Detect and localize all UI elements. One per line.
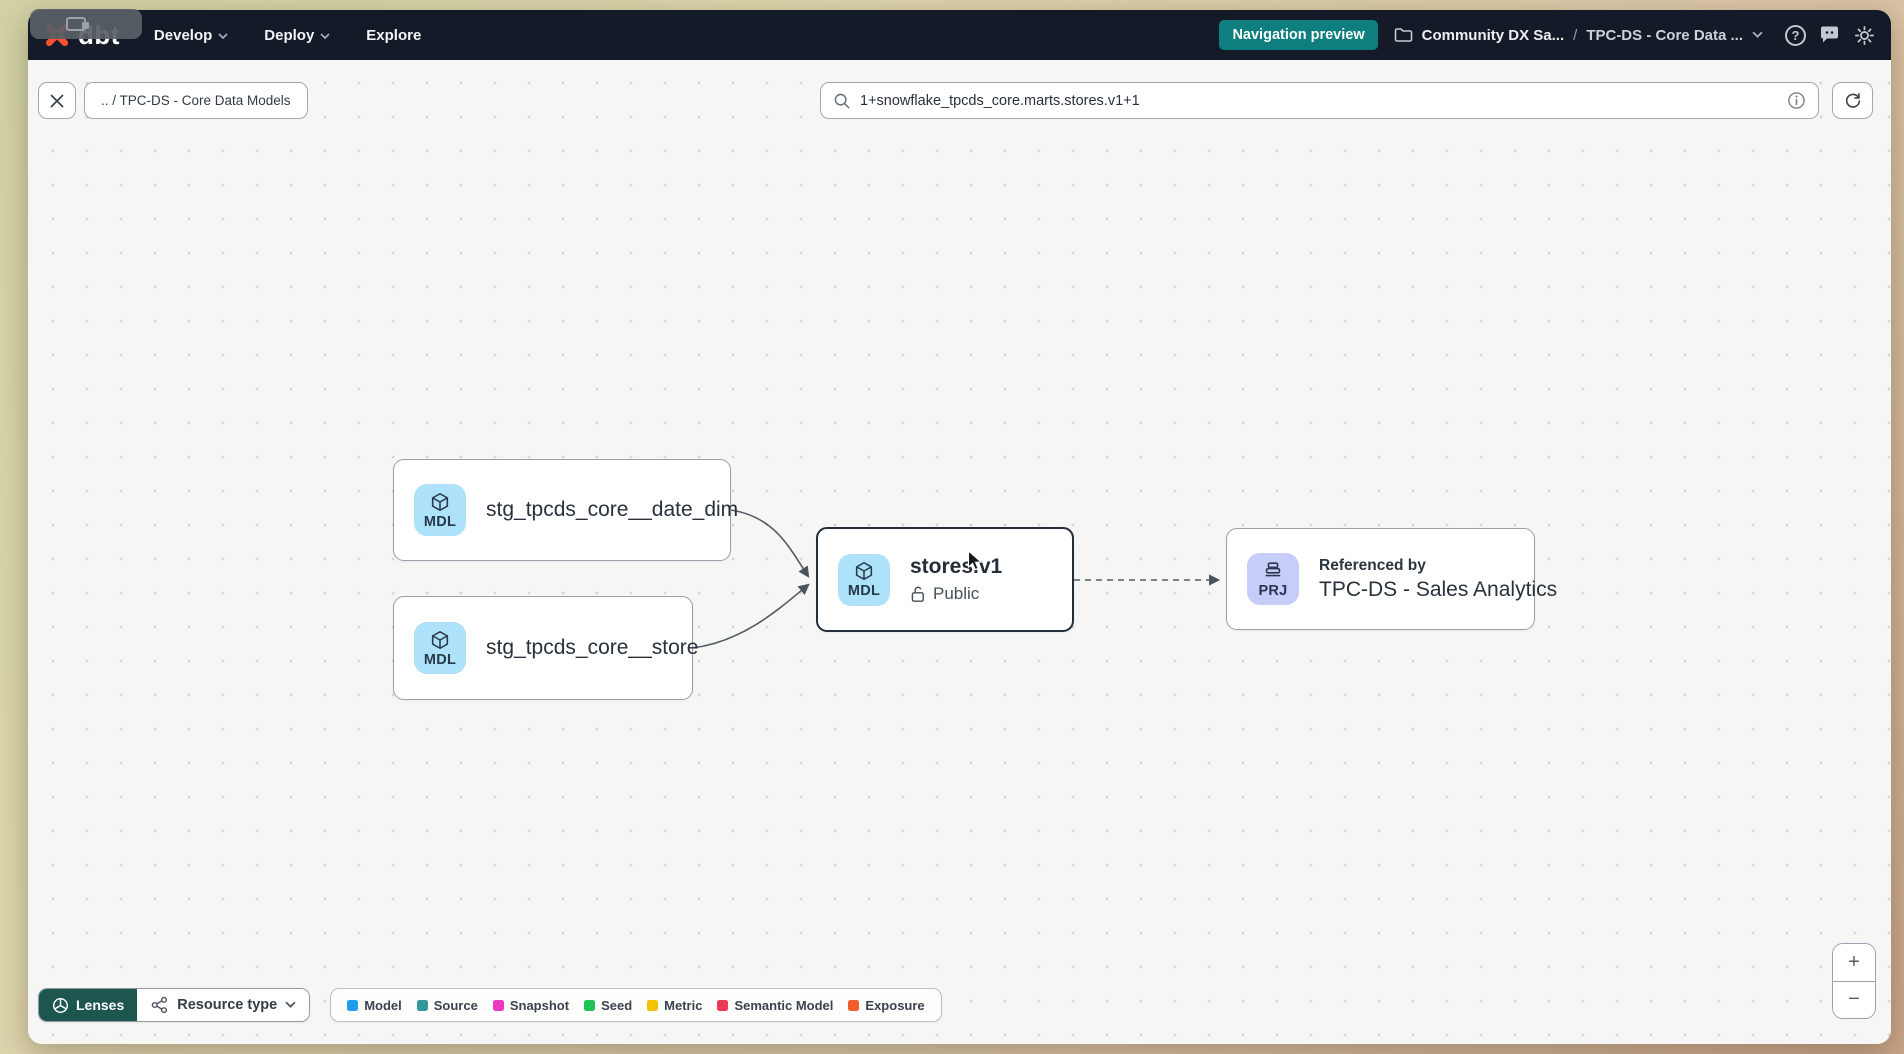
project-stack-icon [1265, 561, 1281, 576]
legend-item-semantic-model: Semantic Model [717, 998, 833, 1013]
legend-item-model: Model [347, 998, 402, 1013]
mini-window-icon [66, 17, 89, 31]
resource-legend: Model Source Snapshot Seed Metric Semant… [330, 988, 942, 1022]
refresh-icon [1845, 92, 1860, 108]
badge-code: PRJ [1258, 582, 1288, 599]
legend-label: Seed [601, 997, 633, 1013]
lens-aperture-icon [52, 997, 69, 1013]
node-title: TPC-DS - Sales Analytics [1319, 577, 1558, 601]
cube-icon [855, 561, 873, 581]
unlock-icon [911, 586, 924, 602]
legend-label: Model [364, 997, 402, 1013]
chevron-down-icon [218, 32, 228, 39]
main-nav: Develop Deploy Explore [154, 27, 421, 44]
legend-label: Snapshot [509, 997, 570, 1013]
node-label: stg_tpcds_core__store [486, 636, 699, 659]
legend-item-seed: Seed [584, 998, 632, 1013]
graph-node-tpcds-sales-analytics[interactable]: PRJ Referenced by TPC-DS - Sales Analyti… [1226, 528, 1557, 630]
nav-develop-label: Develop [153, 26, 213, 44]
node-access-row: Public [910, 584, 1002, 604]
graph-node-stg-tpcds-core-date-dim[interactable]: MDL stg_tpcds_core__date_dim [393, 459, 738, 561]
gear-icon[interactable] [1854, 25, 1875, 46]
node-text-block: Referenced by TPC-DS - Sales Analytics [1319, 557, 1557, 602]
zoom-divider [1833, 980, 1875, 982]
legend-item-snapshot: Snapshot [492, 997, 570, 1013]
navbar-icons: ? [1785, 24, 1875, 46]
nav-deploy-label: Deploy [264, 26, 315, 44]
resource-type-dropdown[interactable]: Resource type [137, 989, 310, 1021]
nav-item-develop[interactable]: Develop [154, 27, 228, 44]
model-swatch [347, 999, 359, 1011]
graph-node-stores-v1[interactable]: MDL stores.v1 Public [816, 527, 1074, 632]
top-navbar: dbt Develop Deploy Explore Navigation pr… [28, 10, 1891, 60]
selector-search[interactable] [820, 82, 1819, 119]
badge-code: MDL [847, 583, 881, 599]
folder-icon [1394, 28, 1412, 42]
cube-icon [431, 630, 449, 649]
node-label: stg_tpcds_core__date_dim [486, 498, 739, 521]
access-label: Public [933, 584, 980, 603]
lineage-canvas[interactable]: MDL stg_tpcds_core__date_dim MDL stg_tpc… [28, 60, 1891, 1044]
legend-label: Semantic Model [734, 997, 834, 1013]
legend-label: Exposure [865, 997, 925, 1013]
breadcrumb: Community DX Sa... / TPC-DS - Core Data … [1394, 27, 1763, 44]
node-title: stores.v1 [910, 555, 1003, 578]
nav-item-deploy[interactable]: Deploy [264, 27, 330, 44]
source-swatch [416, 999, 428, 1011]
breadcrumb-separator: / [1573, 26, 1578, 44]
nav-item-explore[interactable]: Explore [366, 27, 421, 44]
info-icon[interactable] [1787, 91, 1806, 110]
resource-graph-icon [151, 996, 168, 1014]
breadcrumb-project[interactable]: Community DX Sa... [1421, 26, 1565, 44]
chevron-down-icon [285, 1001, 296, 1008]
zoom-out-button[interactable]: − [1833, 981, 1875, 1018]
canvas-footer: Lenses Resource type Model Source Snapsh… [38, 988, 942, 1022]
screen-recording-pill [30, 9, 142, 39]
feedback-icon[interactable] [1819, 25, 1841, 45]
navbar-right: Navigation preview Community DX Sa... / … [1219, 20, 1875, 50]
model-badge: MDL [414, 484, 466, 536]
referenced-by-label: Referenced by [1319, 556, 1426, 574]
zoom-in-button[interactable]: + [1833, 944, 1875, 981]
metric-swatch [647, 999, 659, 1011]
breadcrumb-page[interactable]: TPC-DS - Core Data ... [1586, 26, 1743, 44]
help-icon[interactable]: ? [1785, 24, 1806, 46]
graph-node-stg-tpcds-core-store[interactable]: MDL stg_tpcds_core__store [393, 596, 698, 700]
chevron-down-icon[interactable] [1752, 31, 1763, 39]
edge-store-to-stores [692, 583, 810, 649]
lineage-breadcrumb-chip[interactable]: .. / TPC-DS - Core Data Models [84, 82, 308, 119]
selector-search-input[interactable] [860, 92, 1778, 109]
lens-controls: Lenses Resource type [38, 988, 311, 1022]
navigation-preview-badge[interactable]: Navigation preview [1219, 20, 1378, 50]
badge-code: MDL [423, 513, 457, 530]
chevron-down-icon [320, 32, 330, 39]
legend-item-metric: Metric [647, 998, 702, 1013]
snapshot-swatch [492, 999, 504, 1011]
node-text-block: stores.v1 Public [910, 555, 1002, 604]
legend-item-source: Source [416, 997, 478, 1013]
seed-swatch [584, 999, 596, 1011]
project-badge: PRJ [1247, 553, 1299, 605]
resource-type-label: Resource type [177, 997, 278, 1013]
refresh-button[interactable] [1832, 82, 1873, 119]
close-button[interactable] [38, 82, 76, 119]
nav-explore-label: Explore [366, 26, 422, 44]
exposure-swatch [848, 999, 860, 1011]
search-icon [834, 93, 850, 109]
legend-item-exposure: Exposure [848, 997, 925, 1013]
lenses-label: Lenses [76, 997, 125, 1013]
legend-label: Source [433, 997, 478, 1013]
model-badge: MDL [838, 553, 890, 606]
cube-icon [431, 492, 449, 511]
edge-datedim-to-stores [730, 509, 810, 578]
lineage-toolbar: .. / TPC-DS - Core Data Models [38, 82, 1873, 119]
zoom-controls: + − [1832, 943, 1876, 1019]
model-badge: MDL [414, 622, 466, 674]
lenses-button[interactable]: Lenses [39, 989, 138, 1021]
close-icon [50, 94, 64, 107]
legend-label: Metric [664, 997, 703, 1013]
badge-code: MDL [423, 651, 457, 668]
app-window: dbt Develop Deploy Explore Navigation pr… [28, 10, 1891, 1044]
semantic-model-swatch [717, 999, 729, 1011]
